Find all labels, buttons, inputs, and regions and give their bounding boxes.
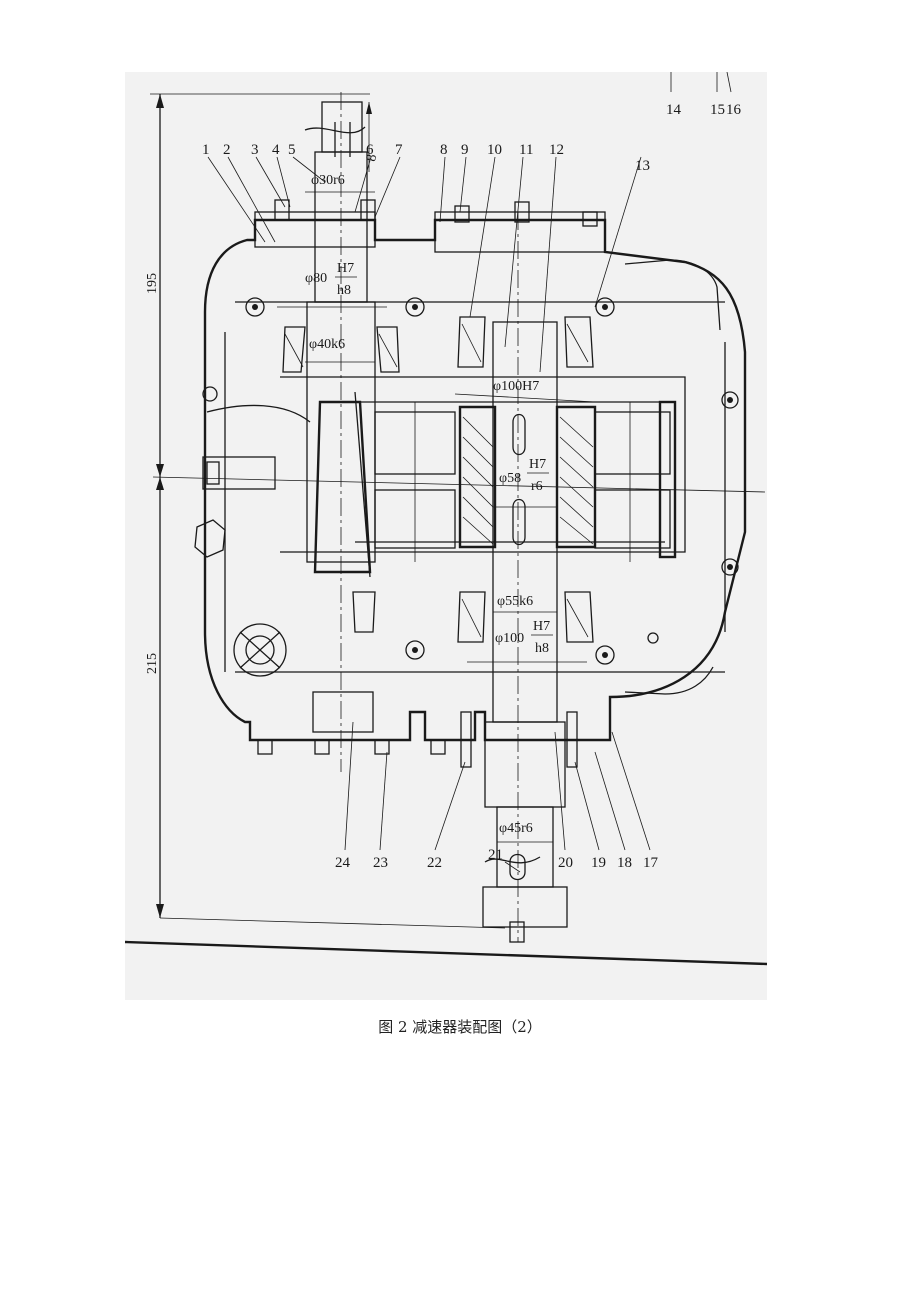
bolt-holes — [202, 297, 739, 665]
dim-phi100b-num: H7 — [533, 619, 550, 634]
dim-phi100b-den: h8 — [535, 641, 549, 656]
housing — [203, 211, 747, 742]
dim-phi100-bottom: φ100 — [495, 631, 524, 646]
dim-195: 195 — [145, 273, 160, 294]
part-number-18: 18 — [617, 855, 632, 871]
dimension-lines — [277, 102, 596, 843]
part-number-4: 4 — [272, 142, 280, 158]
figure-caption: 图 2 减速器装配图（2） — [378, 1018, 542, 1036]
part-number-3: 3 — [251, 142, 259, 158]
bolts — [257, 199, 598, 943]
part-number-19: 19 — [591, 855, 606, 871]
part-number-20: 20 — [558, 855, 573, 871]
dim-phi58-num: H7 — [529, 457, 546, 472]
part-number-10: 10 — [487, 142, 502, 158]
leader-lines — [207, 72, 732, 873]
part-number-13: 13 — [635, 158, 650, 174]
dim-phi100-top: φ100H7 — [493, 379, 539, 394]
oil-gauge — [202, 404, 311, 490]
left-gear — [374, 402, 456, 562]
part-number-24: 24 — [335, 855, 351, 871]
part-number-22: 22 — [427, 855, 442, 871]
part-number-2: 2 — [223, 142, 231, 158]
assembly-drawing: 195 215 — [125, 72, 767, 966]
part-number-6: 6 — [366, 142, 374, 158]
dim-phi55: φ55k6 — [497, 594, 533, 609]
lower-boss — [233, 623, 287, 677]
part-number-11: 11 — [519, 142, 533, 158]
dim-phi58: φ58 — [499, 471, 521, 486]
part-number-5: 5 — [288, 142, 296, 158]
part-number-17: 17 — [643, 855, 659, 871]
dim-phi80-den: h8 — [337, 283, 351, 298]
dim-phi80-num: H7 — [337, 261, 354, 276]
dim-phi40: φ40k6 — [309, 337, 345, 352]
dim-phi58-den: r6 — [531, 479, 543, 494]
part-numbers-bottom: 24 23 22 21 20 19 18 17 — [335, 847, 659, 871]
dim-phi45: φ45r6 — [499, 821, 533, 836]
part-number-15: 15 — [710, 102, 725, 118]
drawing-panel: 195 215 — [125, 72, 767, 1000]
dim-phi30: φ30r6 — [311, 173, 345, 188]
part-number-16: 16 — [726, 102, 742, 118]
part-number-7: 7 — [395, 142, 403, 158]
baseline — [125, 940, 767, 966]
part-number-9: 9 — [461, 142, 469, 158]
dim-8: 8 — [364, 153, 380, 162]
part-number-14: 14 — [666, 102, 682, 118]
output-shaft — [457, 212, 597, 942]
part-number-21: 21 — [488, 847, 503, 863]
part-number-23: 23 — [373, 855, 388, 871]
dim-phi80: φ80 — [305, 271, 327, 286]
dim-215: 215 — [145, 653, 160, 674]
part-number-1: 1 — [202, 142, 210, 158]
part-number-8: 8 — [440, 142, 448, 158]
input-shaft — [282, 92, 400, 772]
right-gear — [594, 400, 677, 562]
part-number-12: 12 — [549, 142, 564, 158]
dimension-labels: φ30r6 8 φ80 H7 h8 φ40k6 φ100H7 φ58 H7 r6… — [305, 153, 553, 836]
drain-plug — [194, 519, 226, 558]
